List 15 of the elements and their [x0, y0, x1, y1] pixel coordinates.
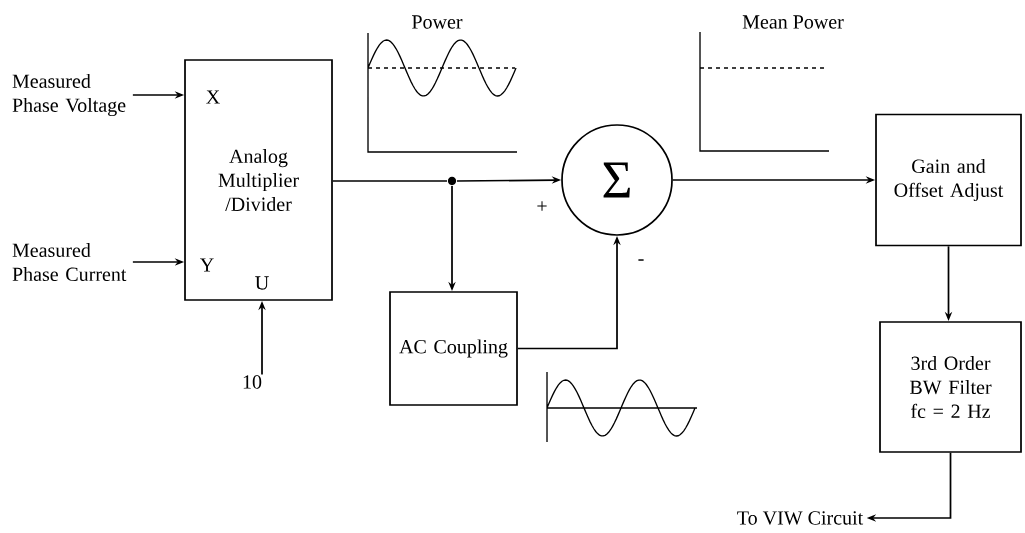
output-label: To VIW Circuit: [737, 511, 864, 525]
process-box: 3rd Order BW Filter fc = 2 Hz: [879, 321, 1022, 453]
port-label: U: [255, 276, 269, 290]
plot-title: Power: [412, 15, 463, 29]
port-label: Y: [200, 258, 214, 272]
input-label: 10: [243, 375, 262, 389]
edge-label: -: [636, 257, 646, 267]
input-label: Measured Phase Voltage: [12, 73, 126, 117]
input-label: Measured Phase Current: [12, 243, 127, 282]
process-box: Gain and Offset Adjust: [875, 113, 1022, 247]
port-label: X: [206, 90, 220, 104]
plot-title: Mean Power: [742, 15, 844, 29]
process-box: AC Coupling: [389, 291, 518, 406]
edge-label: +: [535, 200, 549, 214]
summing-junction: Σ: [561, 124, 673, 236]
